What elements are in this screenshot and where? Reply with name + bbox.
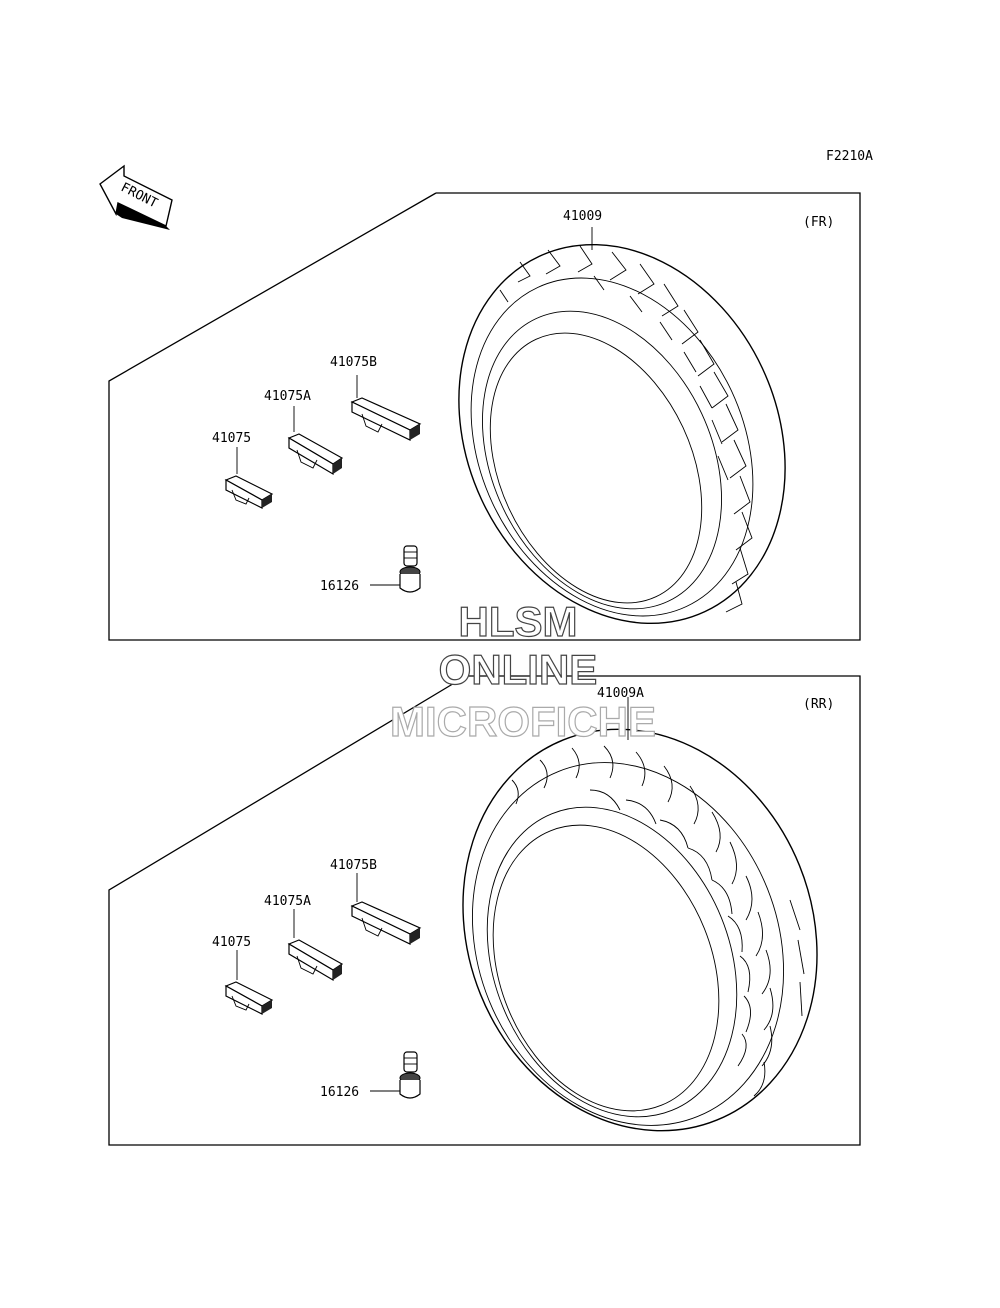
- watermark-line-2: ONLINE: [439, 646, 598, 693]
- rear-panel-frame: [108, 675, 861, 1146]
- rear-weight-b-part-number: 41075B: [330, 858, 377, 873]
- front-weight-a-icon: [287, 406, 344, 476]
- front-weight-part-number: 41075: [212, 431, 251, 446]
- front-arrow-icon: FRONT: [99, 164, 173, 230]
- front-panel-frame: [108, 192, 861, 641]
- rear-weight-a-icon: [287, 909, 344, 982]
- front-tire-icon: [458, 227, 786, 625]
- diagram-code: F2210A: [826, 149, 873, 164]
- rear-position-label: (RR): [803, 697, 834, 712]
- front-weight-icon: [224, 447, 274, 509]
- rear-valve-icon: [370, 1051, 421, 1099]
- front-position-label: (FR): [803, 215, 834, 230]
- rear-valve-part-number: 16126: [320, 1085, 359, 1100]
- rear-tire-icon: [462, 697, 818, 1132]
- front-panel: (FR) 41009 41: [108, 192, 861, 641]
- watermark: HLSM ONLINE MICROFICHE: [389, 597, 656, 745]
- front-valve-icon: [370, 545, 421, 593]
- rear-weight-part-number: 41075: [212, 935, 251, 950]
- rear-panel: (RR) 41009A: [108, 675, 861, 1146]
- watermark-line-3: MICROFICHE: [390, 698, 656, 745]
- front-tire-part-number: 41009: [563, 209, 602, 224]
- front-weight-b-part-number: 41075B: [330, 355, 377, 370]
- front-valve-part-number: 16126: [320, 579, 359, 594]
- rear-tire-part-number: 41009A: [597, 686, 644, 701]
- rear-weight-icon: [224, 950, 274, 1015]
- rear-weight-a-part-number: 41075A: [264, 894, 311, 909]
- front-weight-b-icon: [350, 375, 422, 441]
- watermark-line-1: HLSM: [459, 598, 578, 645]
- front-weight-a-part-number: 41075A: [264, 389, 311, 404]
- rear-weight-b-icon: [350, 873, 422, 945]
